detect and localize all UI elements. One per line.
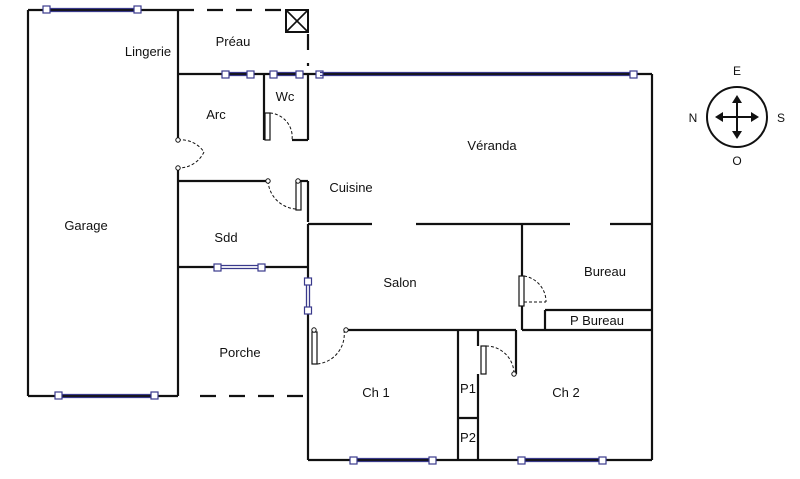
label-veranda: Véranda	[467, 138, 517, 153]
window-arc-top	[221, 70, 255, 79]
room-labels: Lingerie Préau Wc Arc Véranda Cuisine Ga…	[64, 34, 626, 445]
label-garage: Garage	[64, 218, 107, 233]
label-cuisine: Cuisine	[329, 180, 372, 195]
window-sdd	[213, 263, 266, 272]
label-ch2: Ch 2	[552, 385, 579, 400]
label-wc: Wc	[276, 89, 295, 104]
windows	[42, 5, 638, 465]
compass-bottom-label: O	[732, 154, 741, 168]
compass-top-label: E	[733, 64, 741, 78]
door-ch2	[480, 345, 517, 377]
label-p2: P2	[460, 430, 476, 445]
window-ch1	[349, 456, 437, 465]
door-ch1	[311, 327, 349, 365]
compass-left-label: N	[689, 111, 698, 125]
label-ch1: Ch 1	[362, 385, 389, 400]
window-wc-top	[269, 70, 324, 79]
window-garage-top	[42, 5, 142, 14]
door-garage-arc	[175, 137, 205, 171]
door-wc	[264, 112, 293, 141]
window-garage-bottom	[54, 391, 159, 400]
label-lingerie: Lingerie	[125, 44, 171, 59]
label-sdd: Sdd	[214, 230, 237, 245]
preau-cross-box	[285, 9, 309, 33]
window-ch2	[517, 456, 607, 465]
compass-ring	[706, 86, 768, 148]
label-arc: Arc	[206, 107, 226, 122]
compass-right-label: S	[777, 111, 785, 125]
label-porche: Porche	[219, 345, 260, 360]
door-cuisine	[265, 178, 302, 211]
compass: E N S O	[689, 64, 785, 168]
label-p-bureau: P Bureau	[570, 313, 624, 328]
window-veranda	[320, 70, 638, 79]
doors	[175, 9, 547, 377]
compass-arrows-icon	[715, 95, 759, 139]
label-p1: P1	[460, 381, 476, 396]
label-salon: Salon	[383, 275, 416, 290]
window-salon-west	[303, 277, 313, 315]
label-bureau: Bureau	[584, 264, 626, 279]
walls	[26, 8, 654, 462]
door-bureau	[518, 275, 547, 307]
label-preau: Préau	[216, 34, 251, 49]
